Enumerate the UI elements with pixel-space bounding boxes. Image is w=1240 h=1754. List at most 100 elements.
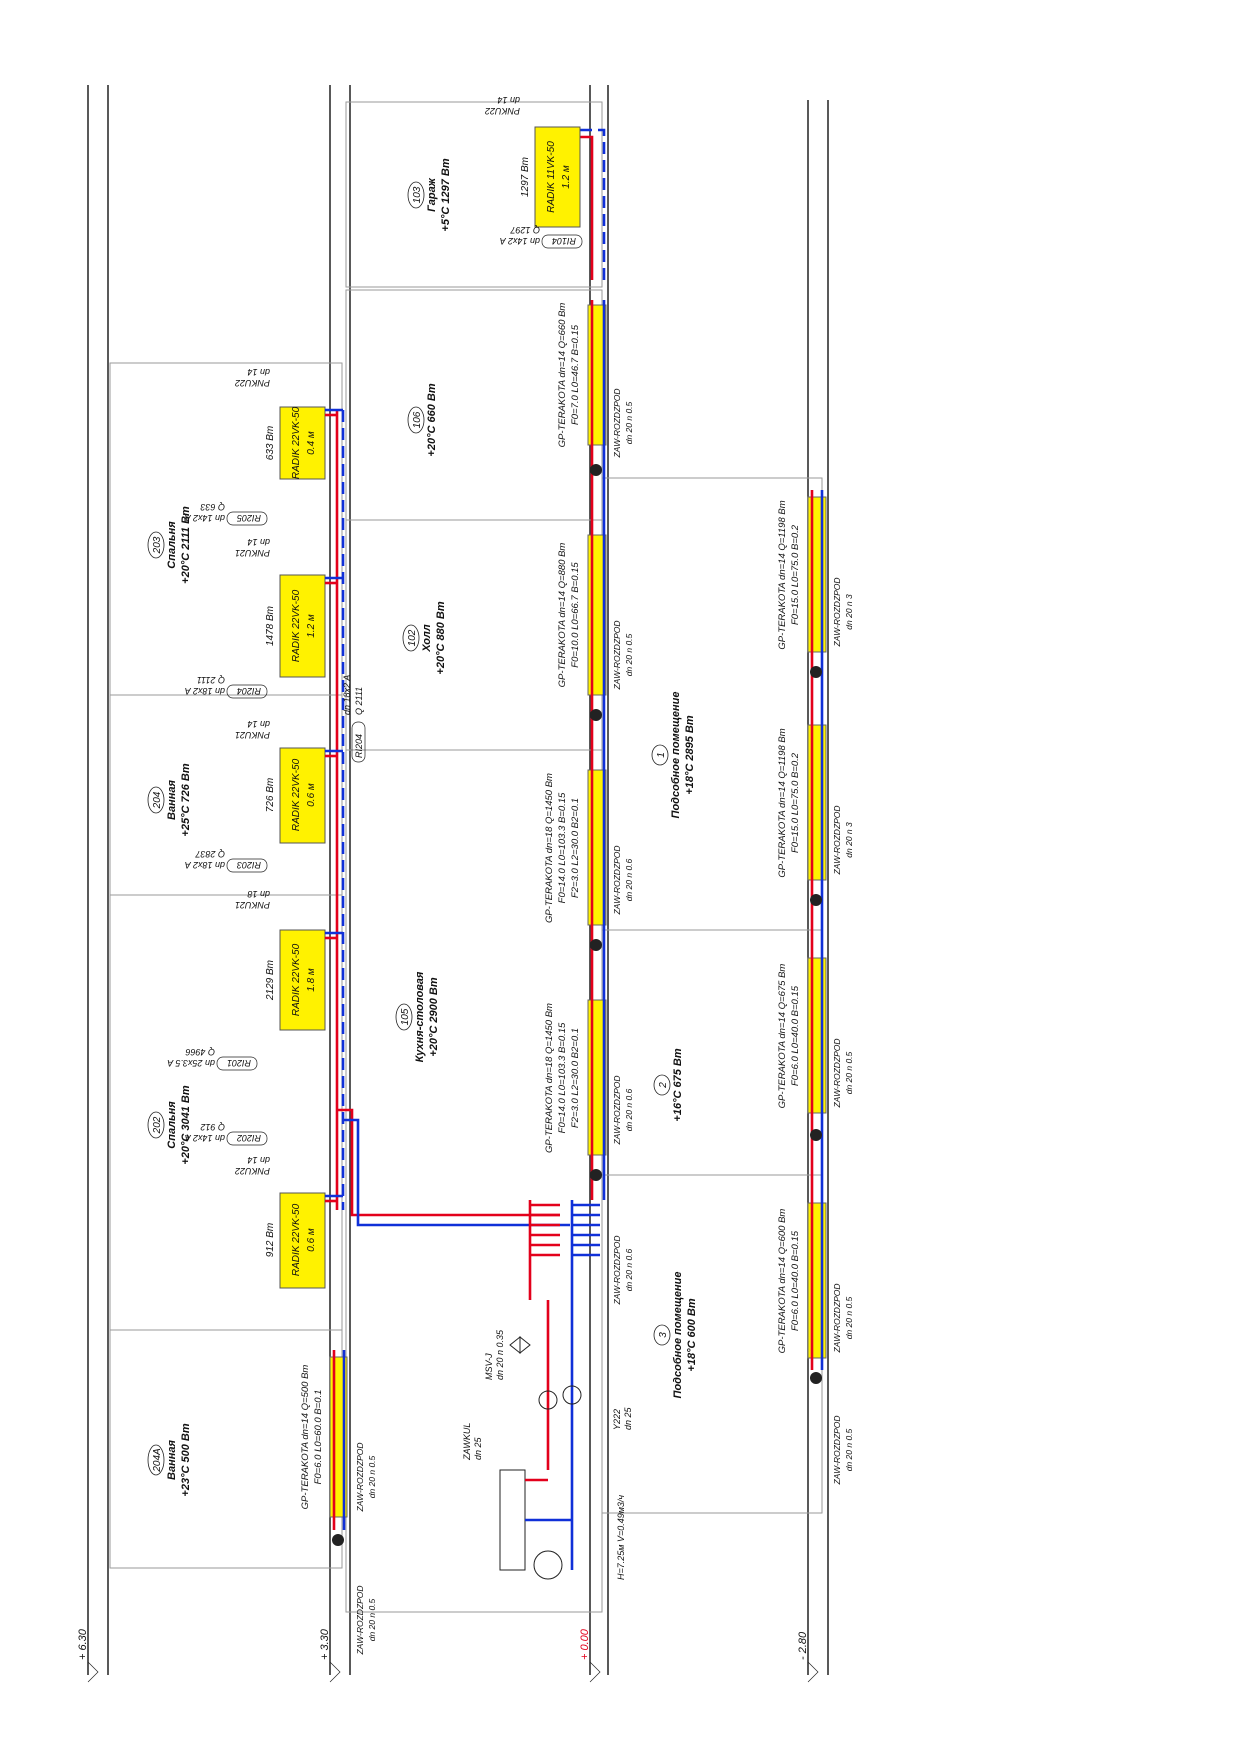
svg-text:1478 Вт: 1478 Вт: [265, 606, 276, 646]
svg-text:+20°С 880 Вт: +20°С 880 Вт: [435, 601, 447, 674]
room-2: 2 +16°С 675 Вт: [653, 1048, 684, 1122]
garage-circuit: [580, 128, 606, 280]
svg-text:dn 20 n 0.5: dn 20 n 0.5: [624, 633, 634, 676]
svg-text:204: 204: [152, 791, 163, 809]
room-102: 102 Холл +20°С 880 Вт: [402, 601, 447, 675]
expansion-tank: [533, 1550, 563, 1580]
valve-label-2: PNKU21 dn 14: [235, 537, 270, 558]
room-105: 105 Кухня-столовая +20°С 2900 Вт: [395, 971, 440, 1062]
radiator-203a: RADIK 22VK-50 0.4 м 633 Вт: [265, 406, 326, 480]
svg-text:+18°С 2895 Вт: +18°С 2895 Вт: [684, 715, 696, 795]
svg-text:F0=15.0 L0=75.0 B=0.2: F0=15.0 L0=75.0 B=0.2: [790, 752, 801, 853]
svg-text:F0=6.0 L0=40.0 B=0.15: F0=6.0 L0=40.0 B=0.15: [790, 1230, 801, 1331]
radiator-connections: [325, 408, 343, 1203]
branch-tag-4: RI201 dn 25x3.5 A Q 4966: [167, 1047, 258, 1071]
svg-text:Ванная: Ванная: [166, 780, 178, 820]
svg-text:dn 14: dn 14: [497, 95, 520, 105]
svg-text:912 Вт: 912 Вт: [265, 1223, 276, 1257]
svg-text:RI201: RI201: [227, 1058, 251, 1068]
svg-text:GP-TERAKOTA dn=14 Q=880 Вт: GP-TERAKOTA dn=14 Q=880 Вт: [557, 543, 568, 688]
room-3: 3 Подсобное помещение +18°С 600 Вт: [653, 1272, 698, 1398]
svg-text:Подсобное помещение: Подсобное помещение: [670, 692, 682, 819]
svg-text:F2=3.0 L2=30.0 B2=0.1: F2=3.0 L2=30.0 B2=0.1: [570, 798, 581, 898]
svg-text:PNKU21: PNKU21: [235, 900, 270, 910]
svg-text:dn 20 n 0.6: dn 20 n 0.6: [624, 1248, 634, 1291]
svg-text:GP-TERAKOTA dn=14 Q=1198 Вт: GP-TERAKOTA dn=14 Q=1198 Вт: [777, 728, 788, 877]
svg-text:dn 14: dn 14: [247, 719, 270, 729]
svg-text:Кухня-столовая: Кухня-столовая: [414, 971, 426, 1062]
svg-text:GP-TERAKOTA dn=18 Q=1450 Вт: GP-TERAKOTA dn=18 Q=1450 Вт: [544, 1003, 555, 1153]
svg-text:Холл: Холл: [421, 624, 433, 652]
svg-text:+20°С 2111 Вт: +20°С 2111 Вт: [180, 506, 192, 584]
svg-text:dn 20 n 0.5: dn 20 n 0.5: [624, 401, 634, 444]
svg-text:dn 20 n 3: dn 20 n 3: [844, 594, 854, 630]
radiator-203b: RADIK 22VK-50 1.2 м 1478 Вт: [265, 574, 326, 678]
svg-text:ZAW-ROZDZPOD: ZAW-ROZDZPOD: [612, 845, 622, 915]
room-203: 203 Спальня +20°С 2111 Вт: [147, 506, 192, 584]
convector-1: GP-TERAKOTA dn=14 Q=880 Вт F0=10.0 L0=66…: [557, 534, 634, 696]
level-marker-first: + 3.30: [319, 1628, 341, 1683]
boiler-labels: MSV-J dn 20 n 0.35 ZAWKUL dn 25 Y222 dn …: [462, 1329, 633, 1580]
svg-text:0.6 м: 0.6 м: [306, 783, 317, 807]
riser-tag: RI204 dn 18x2 A Q 2111: [342, 675, 366, 763]
svg-text:Y222: Y222: [612, 1409, 622, 1430]
svg-text:dn 20 n 0.5: dn 20 n 0.5: [844, 1051, 854, 1094]
svg-text:PNKU22: PNKU22: [485, 106, 520, 116]
svg-text:ZAW-ROZDZPOD: ZAW-ROZDZPOD: [612, 1075, 622, 1145]
svg-text:GP-TERAKOTA dn=14 Q=600 Вт: GP-TERAKOTA dn=14 Q=600 Вт: [777, 1209, 788, 1354]
svg-text:RADIK 22VK-50: RADIK 22VK-50: [291, 406, 302, 479]
svg-text:dn 25: dn 25: [623, 1406, 633, 1430]
level-marker-basement: - 2.80: [797, 1631, 819, 1683]
svg-text:GP-TERAKOTA dn=18 Q=1450 Вт: GP-TERAKOTA dn=18 Q=1450 Вт: [544, 773, 555, 923]
svg-text:RADIK 22VK-50: RADIK 22VK-50: [291, 758, 302, 831]
level-label-basement: - 2.80: [797, 1631, 809, 1660]
svg-text:ZAW-ROZDZPOD: ZAW-ROZDZPOD: [832, 1415, 842, 1485]
svg-text:Q 633: Q 633: [200, 502, 225, 512]
svg-text:ZAW-ROZDZPOD: ZAW-ROZDZPOD: [355, 1442, 365, 1512]
boiler-room: MSV-J dn 20 n 0.35 ZAWKUL dn 25 Y222 dn …: [462, 1200, 633, 1580]
pump-icon-2: [562, 1385, 582, 1405]
svg-text:GP-TERAKOTA dn=14 Q=1198 Вт: GP-TERAKOTA dn=14 Q=1198 Вт: [777, 500, 788, 649]
room-202: 202 Спальня +20°С 3041 Вт: [147, 1085, 192, 1165]
convector-4: GP-TERAKOTA dn=14 Q=500 Вт F0=6.0 L0=60.…: [300, 1356, 377, 1518]
branch-tag-0: RI104 dn 14x2 A Q 1297: [500, 225, 583, 249]
upper-risers: [335, 410, 570, 1227]
svg-text:Q 912: Q 912: [200, 1122, 225, 1132]
svg-text:ZAWKUL: ZAWKUL: [462, 1423, 472, 1461]
svg-text:203: 203: [152, 536, 163, 554]
svg-text:Q 2111: Q 2111: [354, 687, 364, 715]
svg-text:H=7.25м V=0.49м3/ч: H=7.25м V=0.49м3/ч: [616, 1495, 626, 1580]
svg-text:204A: 204A: [152, 1448, 163, 1473]
svg-text:PNKU21: PNKU21: [235, 730, 270, 740]
room-106: 106 +20°С 660 Вт: [407, 383, 438, 457]
svg-text:+16°С 675 Вт: +16°С 675 Вт: [672, 1048, 684, 1121]
svg-text:dn 18x2 A: dn 18x2 A: [185, 686, 225, 696]
svg-text:Q 4966: Q 4966: [185, 1047, 215, 1057]
svg-text:dn 14x2 A: dn 14x2 A: [185, 513, 225, 523]
valve-label-0: PNKU22 dn 14: [485, 95, 520, 116]
convector-0: GP-TERAKOTA dn=14 Q=660 Вт F0=7.0 L0=46.…: [557, 303, 634, 459]
svg-text:ZAW-ROZDZPOD: ZAW-ROZDZPOD: [832, 1038, 842, 1108]
svg-text:F0=10.0 L0=66.7 B=0.15: F0=10.0 L0=66.7 B=0.15: [570, 562, 581, 668]
svg-text:Спальня: Спальня: [166, 521, 178, 569]
floor-lines: [87, 85, 829, 1675]
room-204a: 204A Ванная +23°С 500 Вт: [147, 1423, 192, 1497]
svg-text:dn 25x3.5 A: dn 25x3.5 A: [167, 1058, 215, 1068]
convector-7: GP-TERAKOTA dn=14 Q=675 Вт F0=6.0 L0=40.…: [777, 957, 854, 1114]
svg-text:RI205: RI205: [236, 513, 261, 523]
svg-text:Q 1297: Q 1297: [509, 225, 540, 235]
svg-text:ZAW-ROZDZPOD: ZAW-ROZDZPOD: [355, 1585, 365, 1655]
svg-text:dn 20 n 0.5: dn 20 n 0.5: [844, 1296, 854, 1339]
svg-text:2: 2: [658, 1082, 669, 1089]
svg-text:dn 25: dn 25: [473, 1436, 483, 1460]
room-103: 103 Гараж +5°С 1297 Вт: [407, 158, 452, 232]
svg-text:dn 18x2 A: dn 18x2 A: [185, 860, 225, 870]
level-marker-ground: + 0.00: [579, 1628, 601, 1683]
radiator-202: RADIK 22VK-50 0.6 м 912 Вт: [265, 1192, 326, 1289]
svg-text:+18°С 600 Вт: +18°С 600 Вт: [686, 1298, 698, 1371]
svg-text:1297 Вт: 1297 Вт: [520, 157, 531, 197]
convector-6: GP-TERAKOTA dn=14 Q=1198 Вт F0=15.0 L0=7…: [777, 724, 854, 881]
level-markers: + 6.30 + 3.30 + 0.00 - 2.80: [77, 1628, 819, 1683]
svg-text:dn 14: dn 14: [247, 1155, 270, 1165]
svg-text:dn 14x2 A: dn 14x2 A: [185, 1133, 225, 1143]
